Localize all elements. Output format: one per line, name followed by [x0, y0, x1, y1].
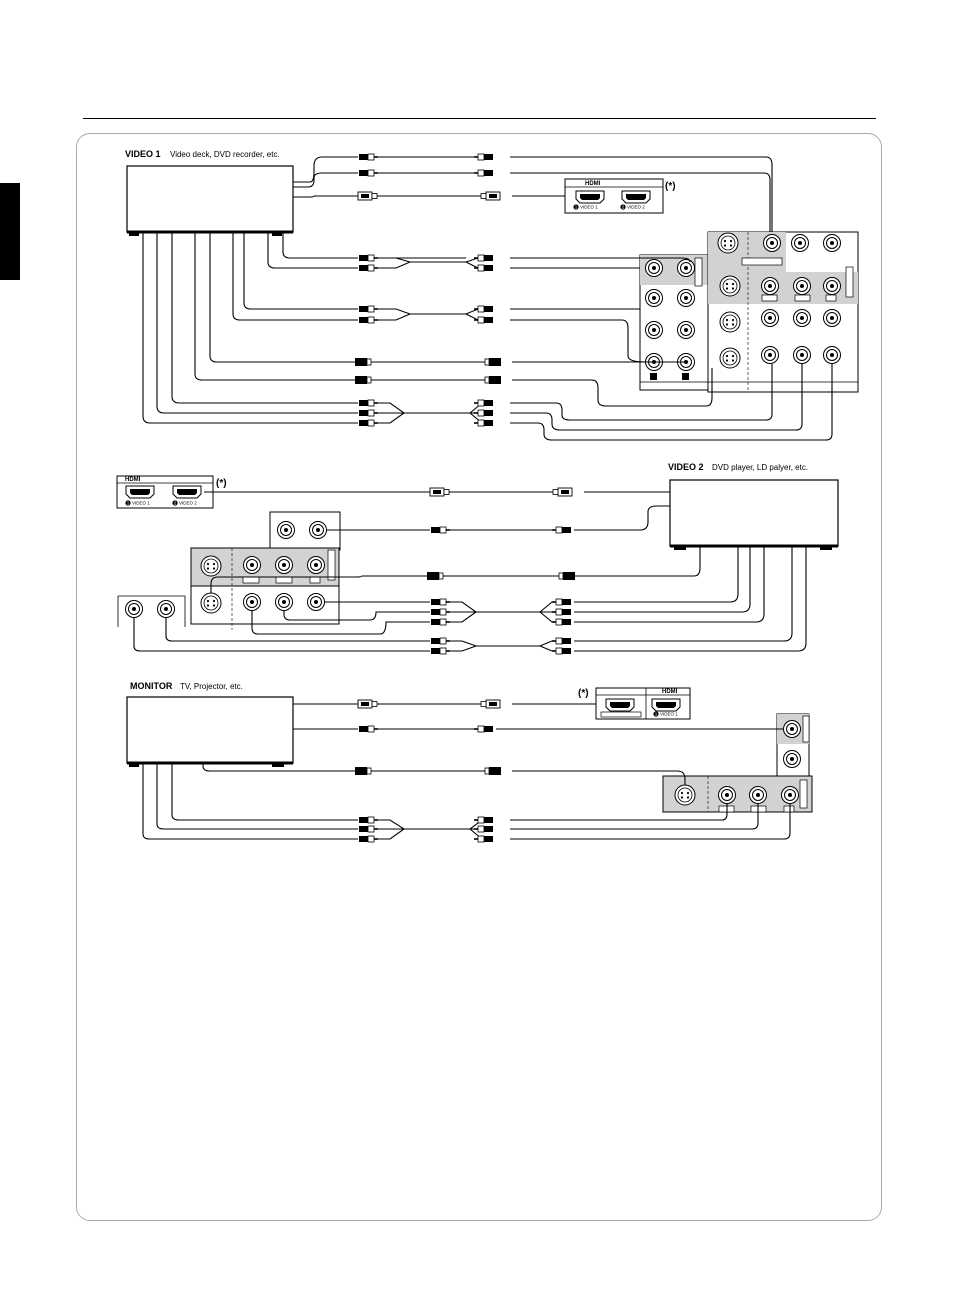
svg-text:VIDEO 2: VIDEO 2	[179, 501, 197, 506]
svg-text:(*): (*)	[216, 478, 227, 489]
video1-device	[127, 166, 293, 236]
hdmi-panel-monitor: HDMI 1 VIDEO 1	[596, 688, 690, 719]
svg-text:VIDEO 2: VIDEO 2	[627, 205, 645, 210]
receiver-panel-video2	[118, 512, 340, 630]
svg-text:HDMI: HDMI	[125, 477, 141, 483]
video2-device	[670, 480, 838, 550]
svg-text:(*): (*)	[578, 688, 589, 699]
monitor-device	[127, 697, 293, 767]
video1-title: VIDEO 1	[125, 149, 161, 159]
monitor-subtitle: TV, Projector, etc.	[180, 682, 243, 691]
svg-text:HDMI: HDMI	[662, 689, 678, 695]
hdmi-panel-video1: HDMI 1 VIDEO 1 2 VIDEO 2	[565, 179, 663, 213]
monitor-title: MONITOR	[130, 681, 173, 691]
svg-text:VIDEO 1: VIDEO 1	[580, 205, 598, 210]
video2-title: VIDEO 2	[668, 462, 704, 472]
svg-text:VIDEO 1: VIDEO 1	[132, 501, 150, 506]
receiver-panel-video1	[640, 232, 858, 392]
note-marker: (*)	[665, 181, 676, 192]
hdmi-heading: HDMI	[585, 181, 601, 187]
hdmi-port-1	[576, 191, 604, 203]
video1-subtitle: Video deck, DVD recorder, etc.	[170, 150, 280, 159]
hdmi-port-2	[622, 191, 650, 203]
svg-text:VIDEO 1: VIDEO 1	[660, 712, 678, 717]
video2-subtitle: DVD player, LD palyer, etc.	[712, 463, 808, 472]
hdmi-panel-video2: HDMI 1 VIDEO 1 2 VIDEO 2	[117, 476, 213, 508]
